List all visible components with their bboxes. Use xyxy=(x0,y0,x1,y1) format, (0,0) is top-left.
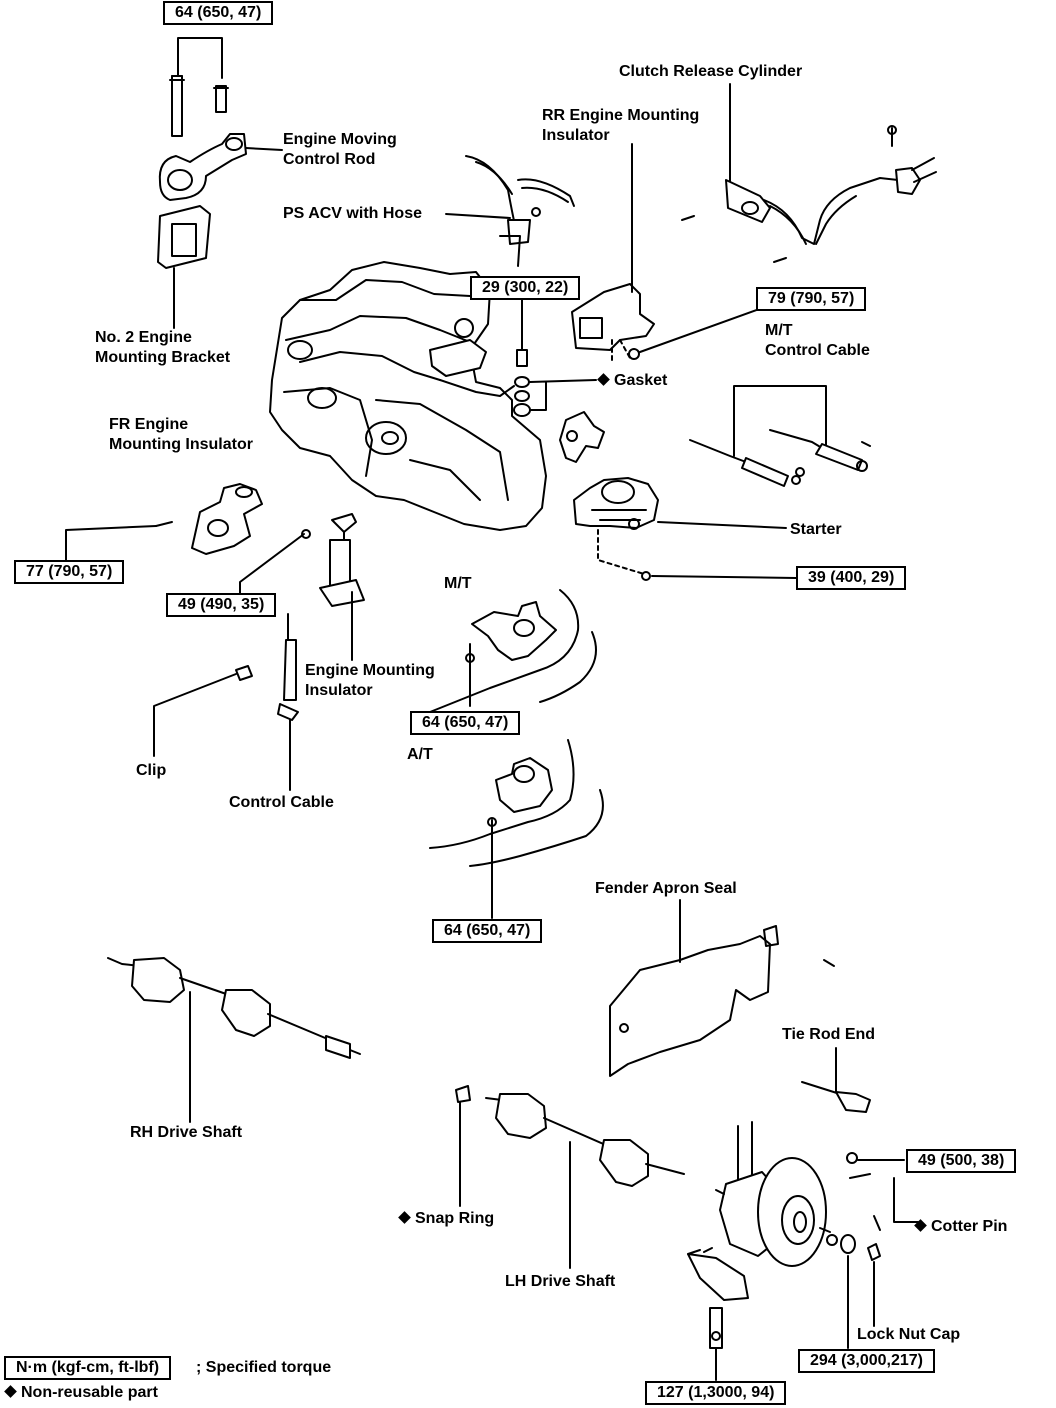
ps-acv-hose xyxy=(445,155,575,267)
label-mt-control-cable: M/T Control Cable xyxy=(765,322,870,359)
label-clip: Clip xyxy=(136,762,167,779)
steering-knuckle-brake-disc xyxy=(715,1121,919,1349)
nonreusable-diamond-icon xyxy=(398,1211,411,1224)
mt-mount xyxy=(429,589,597,713)
label-no2-engine-mounting-bracket: No. 2 Engine Mounting Bracket xyxy=(95,329,231,366)
legend-specified-torque: ; Specified torque xyxy=(196,1359,332,1376)
mt-control-cable xyxy=(689,385,871,487)
nonreusable-diamond-icon xyxy=(4,1385,17,1398)
label-rr-engine-mounting-insulator: RR Engine Mounting Insulator xyxy=(542,107,700,144)
throttle-part xyxy=(559,411,605,463)
label-fr-engine-mounting-insulator: FR Engine Mounting Insulator xyxy=(109,416,253,453)
label-engine-mounting-insulator: Engine Mounting Insulator xyxy=(305,662,435,699)
label-mt: M/T xyxy=(444,575,472,592)
fr-engine-mounting-insulator xyxy=(65,483,263,561)
starter-motor xyxy=(573,477,797,581)
no2-engine-mounting-bracket xyxy=(157,205,211,329)
fender-apron-seal xyxy=(609,899,835,1077)
label-gasket-text: Gasket xyxy=(614,372,668,389)
lower-arm xyxy=(687,1247,749,1381)
clutch-release-cylinder xyxy=(681,83,937,263)
nonreusable-diamond-icon xyxy=(914,1219,927,1232)
label-fender-apron-seal: Fender Apron Seal xyxy=(595,880,737,897)
label-snap-ring-text: Snap Ring xyxy=(415,1210,495,1227)
label-control-cable: Control Cable xyxy=(229,794,334,811)
torque-box-lower-arm: 127 (1,3000, 94) xyxy=(645,1381,787,1405)
label-gasket: Gasket xyxy=(597,371,667,391)
label-rh-drive-shaft: RH Drive Shaft xyxy=(130,1124,243,1141)
torque-box-tie-rod: 49 (500, 38) xyxy=(906,1149,1017,1173)
label-engine-moving-control-rod: Engine Moving Control Rod xyxy=(283,131,397,168)
rr-engine-mounting-insulator xyxy=(571,143,791,363)
torque-box-mt-mount: 64 (650, 47) xyxy=(410,711,521,735)
engine-assembly xyxy=(269,261,547,531)
torque-box-starter: 39 (400, 29) xyxy=(796,566,907,590)
label-ps-acv-with-hose: PS ACV with Hose xyxy=(283,205,422,222)
label-starter: Starter xyxy=(790,521,842,538)
at-control-cable xyxy=(153,613,299,791)
tie-rod-end xyxy=(801,1047,871,1113)
label-at: A/T xyxy=(407,746,433,763)
torque-box-engine-mount: 49 (490, 35) xyxy=(166,593,277,617)
legend-nonreusable-text: Non-reusable part xyxy=(21,1384,158,1401)
label-cotter-pin: Cotter Pin xyxy=(914,1217,1007,1237)
torque-box-lock-nut: 294 (3,000,217) xyxy=(798,1349,935,1373)
top-mount-bolts xyxy=(169,37,229,137)
acv-bolt-and-washers xyxy=(513,299,597,417)
label-tie-rod-end: Tie Rod End xyxy=(782,1026,876,1043)
legend-torque-unit-box: N·m (kgf-cm, ft-lbf) xyxy=(4,1356,172,1380)
center-engine-mounting-insulator xyxy=(239,513,365,661)
nonreusable-diamond-icon xyxy=(597,373,610,386)
label-lh-drive-shaft: LH Drive Shaft xyxy=(505,1273,616,1290)
label-clutch-release-cylinder: Clutch Release Cylinder xyxy=(619,63,803,80)
at-mount xyxy=(429,739,604,919)
legend-nonreusable: Non-reusable part xyxy=(4,1383,158,1403)
label-cotter-pin-text: Cotter Pin xyxy=(931,1218,1008,1235)
engine-moving-control-rod xyxy=(158,133,283,201)
torque-box-at-mount: 64 (650, 47) xyxy=(432,919,543,943)
torque-box-rr-insulator: 79 (790, 57) xyxy=(756,287,867,311)
label-lock-nut-cap: Lock Nut Cap xyxy=(857,1326,961,1343)
label-snap-ring: Snap Ring xyxy=(398,1209,494,1229)
torque-box-top-bolts: 64 (650, 47) xyxy=(163,1,274,25)
rh-drive-shaft xyxy=(107,957,361,1123)
lh-drive-shaft xyxy=(455,1085,685,1269)
torque-box-fr-insulator: 77 (790, 57) xyxy=(14,560,125,584)
torque-box-acv-bolt: 29 (300, 22) xyxy=(470,276,581,300)
